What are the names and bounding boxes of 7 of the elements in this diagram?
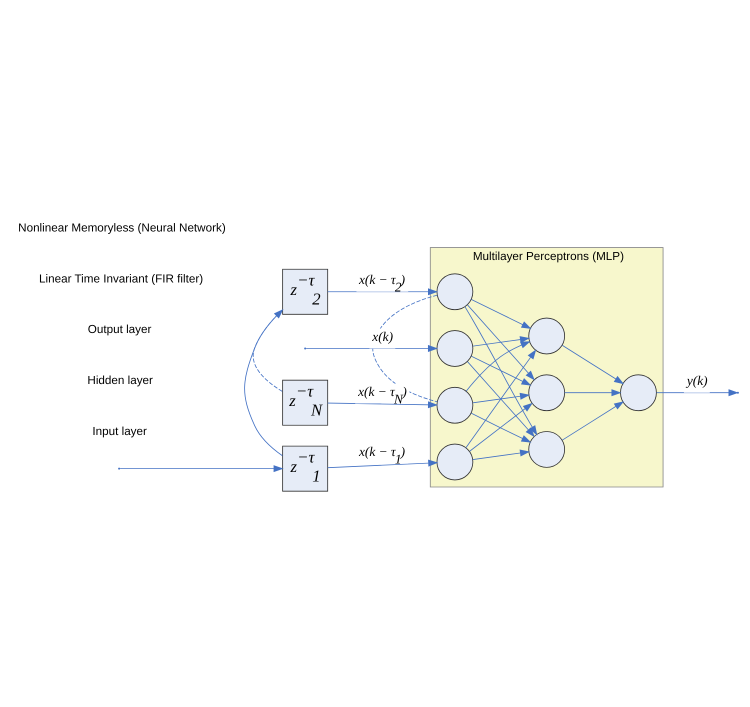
label: Linear Time Invariant (FIR filter): [39, 272, 204, 286]
label: Input layer: [92, 425, 147, 438]
label: Hidden layer: [87, 374, 153, 388]
label: Output layer: [88, 323, 152, 336]
edge-label: y(k): [686, 373, 708, 388]
label: Nonlinear Memoryless (Neural Network): [18, 221, 226, 234]
edge-label: x(k): [372, 328, 394, 344]
